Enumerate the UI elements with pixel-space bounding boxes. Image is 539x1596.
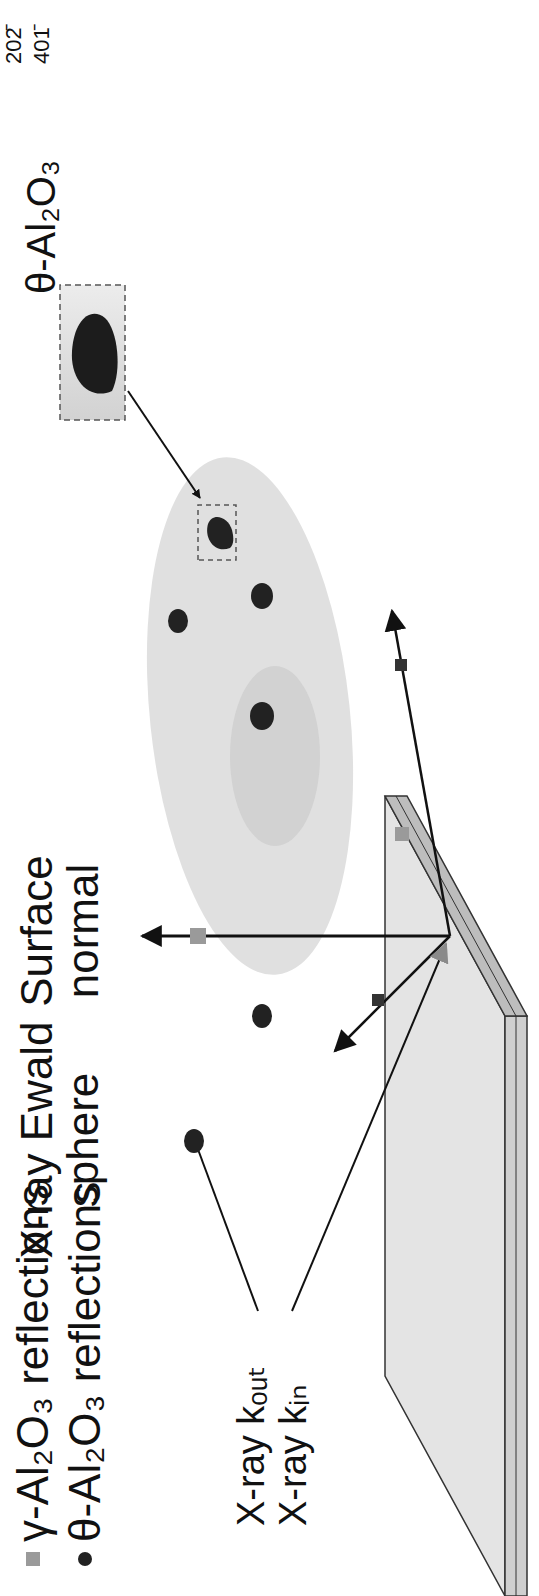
gamma-reflection: [395, 827, 409, 841]
gamma-reflection: [190, 928, 206, 944]
beam-label: X-ray kₒᵤₜ: [232, 1366, 272, 1526]
theta-reflection: [251, 583, 273, 609]
in-plane-axis: [335, 936, 450, 1051]
square-swatch: [26, 1552, 40, 1566]
magnified-inset: [60, 285, 125, 420]
surface-normal-arrow: [142, 935, 450, 938]
legend-entry: θ-Al₂O₃ reflections: [60, 1182, 110, 1566]
selection-box: [198, 505, 236, 560]
theta-reflection: [252, 1004, 272, 1028]
theta-reflection: [207, 517, 233, 549]
ewald-shade: [230, 666, 320, 846]
legend-text: θ-Al₂O₃ reflections: [60, 1182, 110, 1542]
diffracted-beam: [196, 1144, 258, 1311]
in-plane-axis: [392, 611, 450, 936]
dot-swatch: [78, 1552, 92, 1566]
reflection-index: 401̄: [30, 27, 53, 64]
reflection-index: 202̄: [2, 27, 25, 64]
zoom-arrow: [128, 391, 200, 498]
theta-reflection: [184, 1129, 204, 1153]
reflection-blob: [72, 314, 118, 394]
ewald-sphere: [123, 447, 376, 985]
theta-reflection: [395, 659, 407, 671]
incident-beam: [292, 944, 446, 1311]
sample-plate: [385, 796, 527, 1596]
theta-reflection: [372, 994, 384, 1006]
theta-reflection: [250, 702, 274, 730]
normal-label: Surface normal: [14, 841, 106, 1021]
legend-text: γ-Al₂O₃ reflections: [8, 1184, 58, 1542]
beam-label: X-ray kᵢₙ: [274, 1385, 314, 1526]
theta-reflection: [168, 609, 188, 633]
phase-label: θ-Al₂O₃: [20, 160, 62, 294]
legend-entry: γ-Al₂O₃ reflections: [8, 1184, 58, 1566]
